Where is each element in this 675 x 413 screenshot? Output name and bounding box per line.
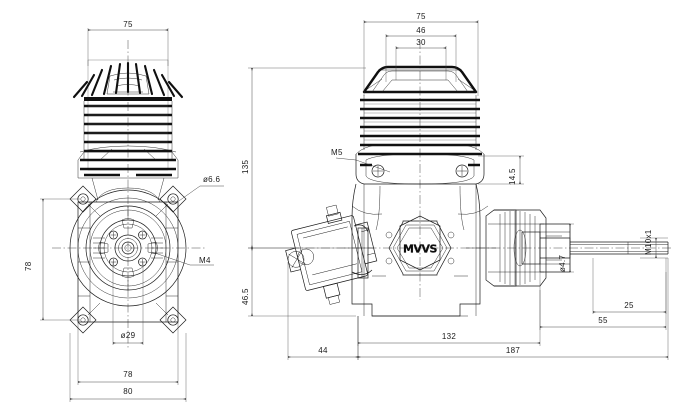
dim-side-len-55: 55 (598, 316, 608, 325)
dim-side-len-187: 187 (505, 346, 521, 355)
dim-side-thread-m5: M5 (331, 148, 343, 157)
mounting-lugs (69, 185, 187, 334)
dim-front-hub-dia-29: ø29 (120, 331, 136, 340)
head-cooling-fins (72, 61, 184, 99)
dim-side-height-14p5: 14.5 (508, 168, 517, 185)
dim-side-width-75: 75 (416, 12, 426, 21)
dim-side-len-132: 132 (441, 332, 457, 341)
head-cover (362, 65, 478, 94)
brand-logo-mvvs: MVVS (403, 242, 438, 256)
prop-shaft (540, 237, 669, 259)
dim-front-base-78: 78 (123, 370, 133, 379)
dim-side-thread-m10x1: M10x1 (644, 229, 653, 255)
head-flange (355, 144, 485, 185)
prop-hub (85, 205, 171, 291)
dim-side-len-25: 25 (624, 301, 634, 310)
dim-front-height-78: 78 (24, 261, 33, 272)
dim-side-width-46: 46 (416, 26, 426, 35)
cylinder-fins (83, 101, 173, 160)
dim-front-thread-m4: M4 (199, 256, 211, 265)
front-view-dimensions (40, 28, 224, 402)
dim-side-len-44: 44 (318, 346, 328, 355)
dim-front-hole-dia-6p6: ø6.6 (203, 175, 221, 184)
dim-front-base-80: 80 (123, 387, 133, 396)
crankcase-body (69, 187, 187, 323)
carburettor (285, 204, 378, 305)
crankcase-upper (77, 145, 179, 201)
side-view-dimensions (248, 20, 669, 360)
dim-side-width-30: 30 (416, 38, 426, 47)
rear-fin-pack (485, 209, 547, 287)
side-view (285, 40, 672, 317)
crankcase-side (344, 183, 496, 317)
dim-side-height-46p5: 46.5 (241, 288, 250, 305)
front-end-view (52, 40, 205, 350)
dim-side-height-135: 135 (241, 159, 250, 174)
dim-side-shaft-dia-4p7: ø4.7 (558, 254, 567, 272)
dim-front-width-75: 75 (123, 20, 133, 29)
